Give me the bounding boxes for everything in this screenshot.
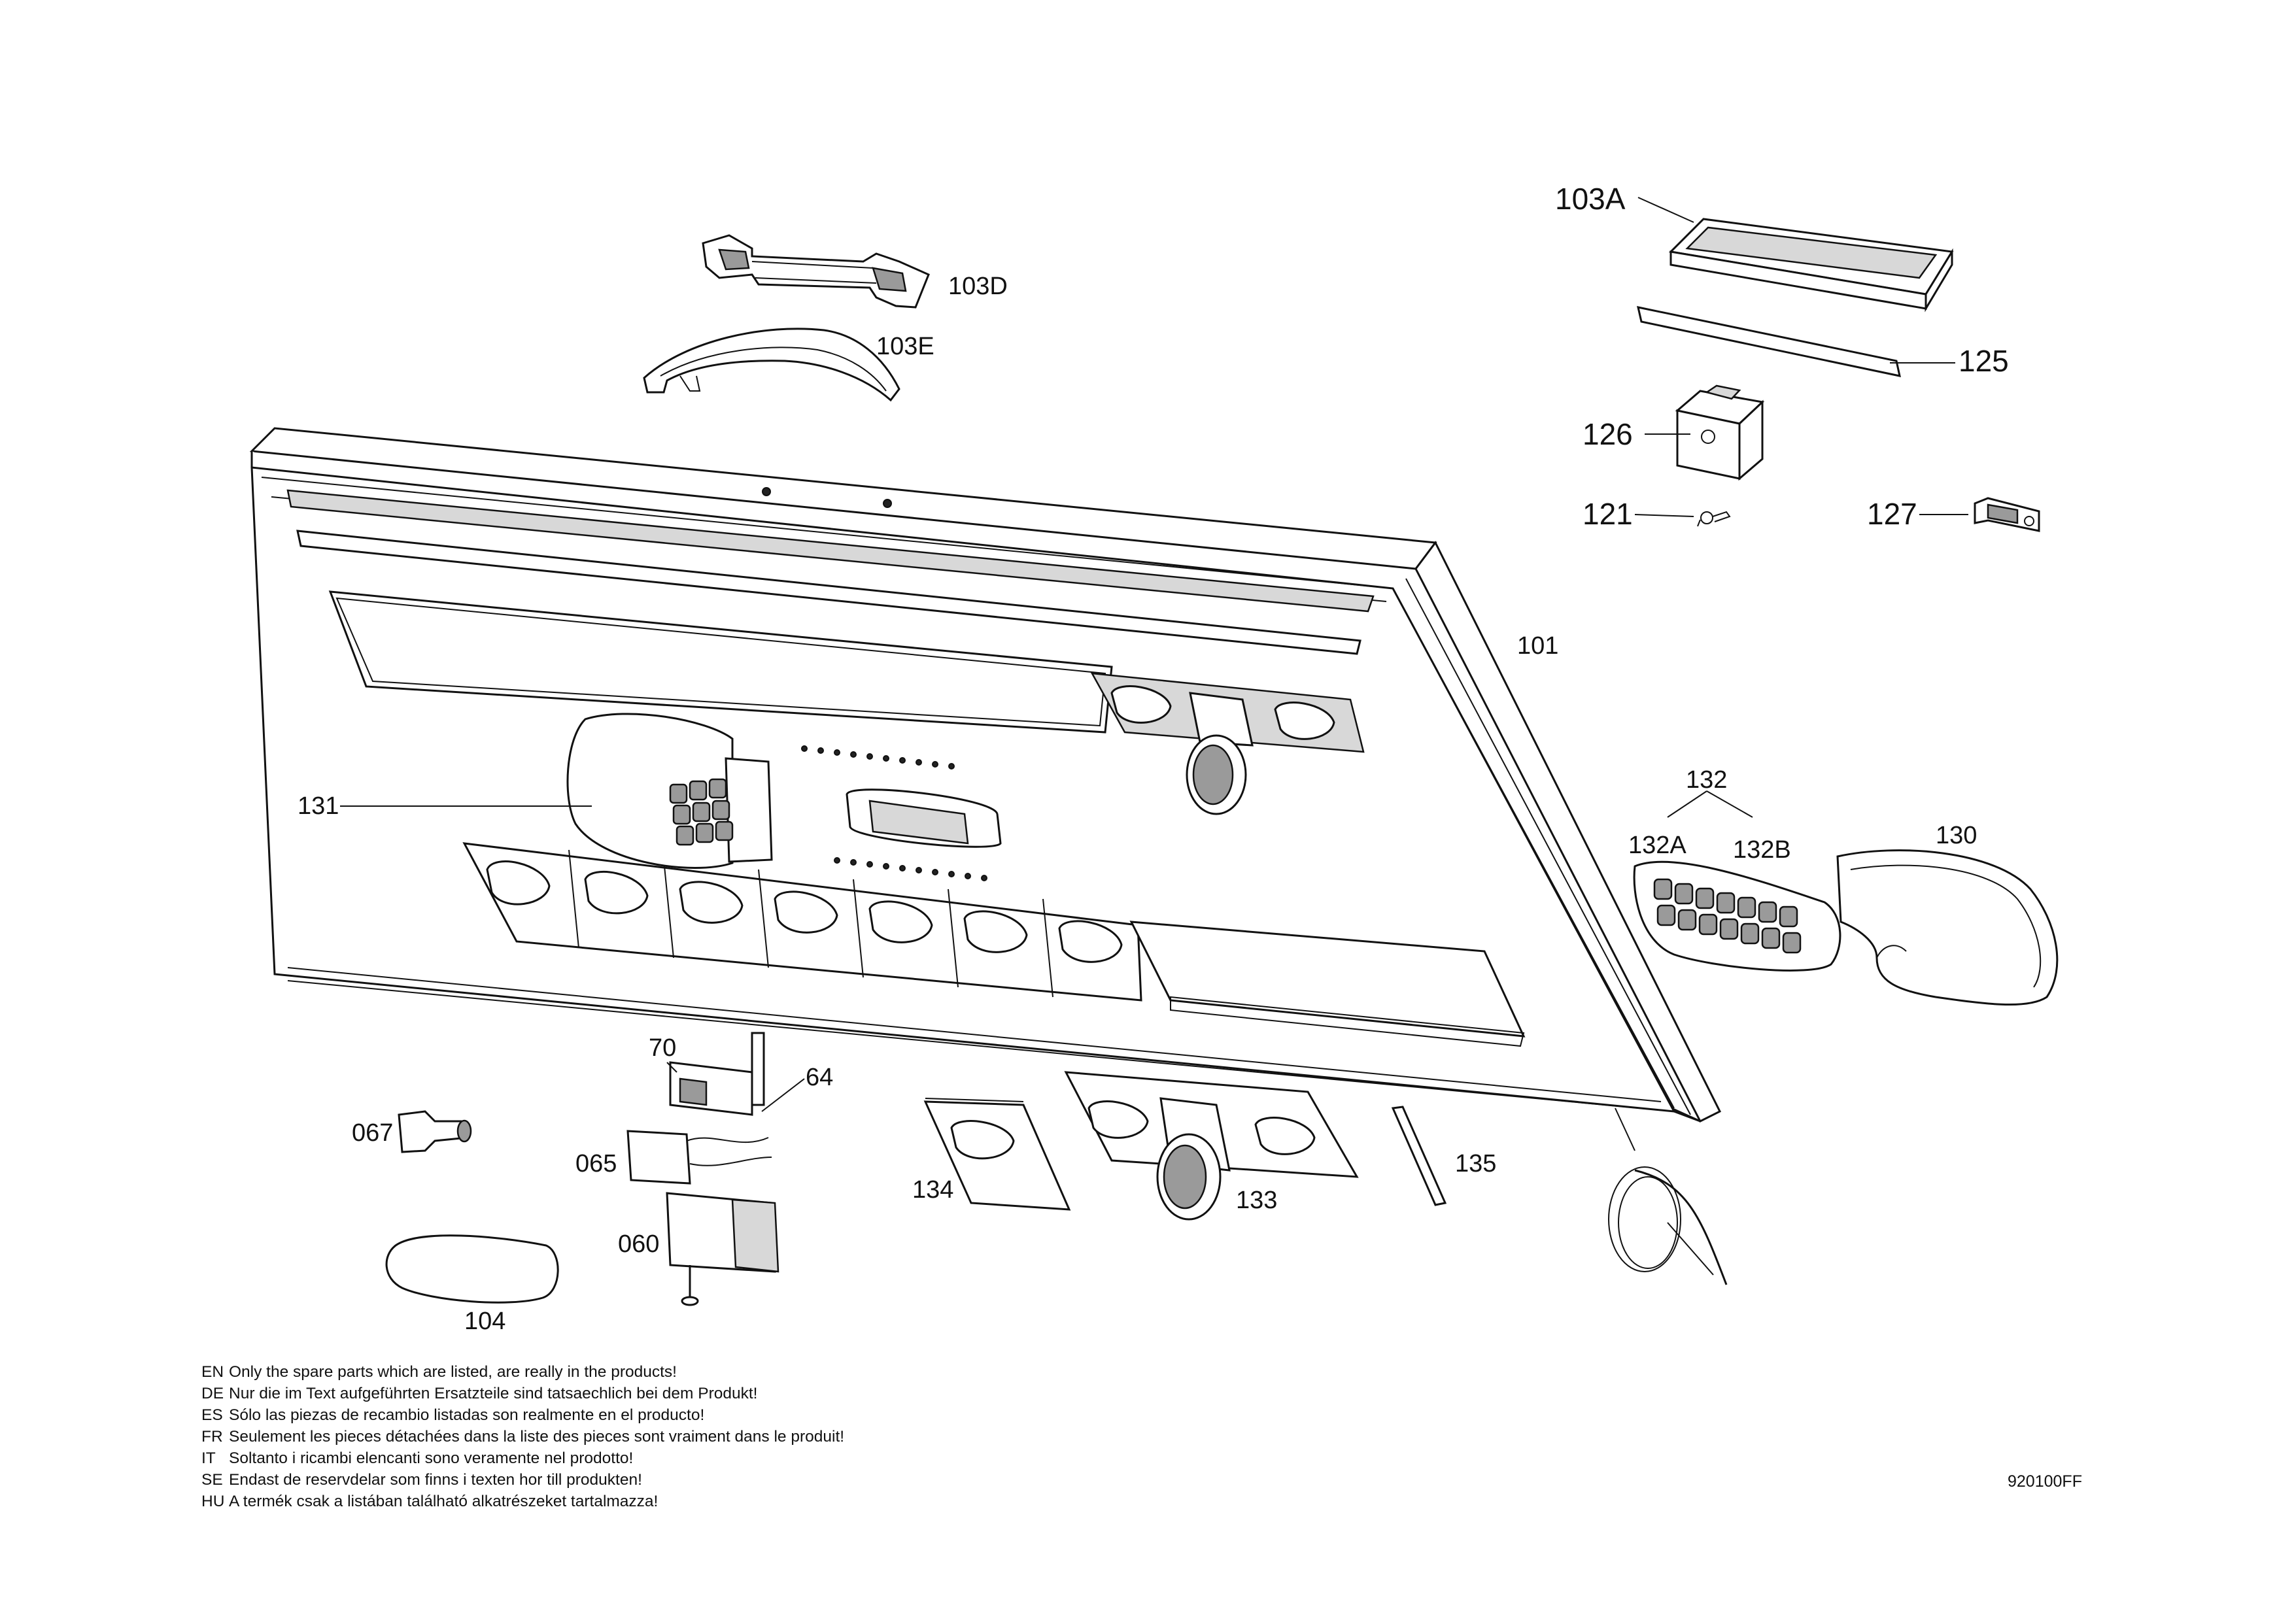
- part-134-key-module: [923, 1098, 1071, 1211]
- part-121-pin: [1697, 511, 1731, 527]
- part-103D-bracket: [702, 234, 930, 309]
- label-103D: 103D: [948, 273, 1008, 300]
- panel-key-slots: [486, 849, 1123, 998]
- panel-keypad-left: [669, 778, 734, 846]
- part-126-block: [1675, 384, 1765, 481]
- label-065: 065: [575, 1150, 617, 1177]
- label-134: 134: [912, 1176, 953, 1204]
- label-060: 060: [618, 1230, 659, 1258]
- label-103E: 103E: [876, 333, 934, 360]
- label-131: 131: [298, 792, 339, 820]
- label-125: 125: [1959, 344, 2009, 378]
- part-103A-cap: [1668, 218, 1954, 313]
- drawing-number: 920100FF: [2008, 1472, 2082, 1491]
- part-104-plate: [385, 1234, 559, 1304]
- label-101: 101: [1517, 632, 1558, 660]
- label-64: 64: [806, 1064, 833, 1091]
- label-132B: 132B: [1733, 836, 1791, 864]
- label-135: 135: [1455, 1150, 1496, 1177]
- part-101-main-panel: [249, 427, 1722, 1123]
- label-126: 126: [1583, 417, 1633, 451]
- label-104: 104: [464, 1308, 505, 1335]
- part-70-valve: [669, 1032, 765, 1116]
- label-132A: 132A: [1628, 832, 1686, 859]
- part-060-solenoid: [666, 1192, 779, 1306]
- keypad-132-keys: [1653, 878, 1802, 954]
- label-067: 067: [352, 1119, 393, 1147]
- part-labels: 103A 103D 103E 125 126 121 127 101 131 1…: [298, 182, 2009, 1335]
- label-133: 133: [1236, 1187, 1277, 1214]
- label-121: 121: [1583, 497, 1633, 531]
- label-103A: 103A: [1555, 182, 1626, 216]
- label-127: 127: [1867, 497, 1917, 531]
- part-130-cover: [1836, 849, 2059, 1006]
- panel-indicator-holes: [801, 745, 987, 881]
- part-sensor-cable: [1608, 1108, 1728, 1285]
- part-133-knob-module: [1064, 1071, 1359, 1221]
- label-70: 70: [649, 1034, 676, 1062]
- part-067-connector: [398, 1110, 472, 1153]
- part-132-keypad: [1633, 860, 1841, 972]
- leader-lines: [340, 197, 1968, 1112]
- part-103E-handle: [643, 328, 900, 402]
- part-125-strip: [1637, 306, 1901, 377]
- part-065-coil: [626, 1130, 772, 1185]
- part-127-latch: [1974, 497, 2040, 532]
- label-132: 132: [1686, 766, 1727, 794]
- label-130: 130: [1936, 822, 1977, 849]
- part-135-strip: [1391, 1106, 1447, 1206]
